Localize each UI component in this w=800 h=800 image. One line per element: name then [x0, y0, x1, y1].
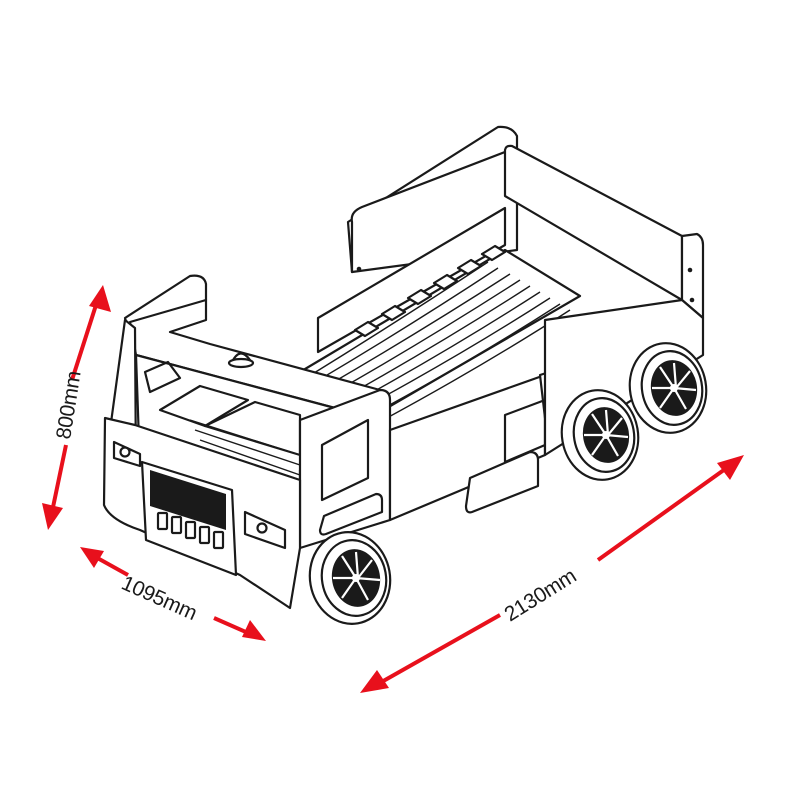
side-panel-far: [503, 144, 705, 320]
wheel-rear: [628, 342, 708, 434]
height-label: 800mm: [52, 369, 85, 440]
arrowhead-right: [242, 620, 266, 641]
width-label: 1095mm: [118, 572, 200, 626]
side-rail-inner-far: [316, 206, 507, 354]
wheel-front: [308, 531, 392, 625]
arrowhead-upper-right: [717, 455, 744, 480]
wheel-middle: [560, 389, 640, 481]
cab-front: [102, 274, 392, 610]
arrowhead-up: [89, 285, 111, 312]
height-dimension: 800mm: [42, 285, 111, 530]
length-label: 2130mm: [500, 564, 580, 626]
arrowhead-lower-left: [360, 670, 389, 693]
arrowhead-down: [42, 503, 63, 530]
arrowhead-left: [80, 547, 104, 568]
